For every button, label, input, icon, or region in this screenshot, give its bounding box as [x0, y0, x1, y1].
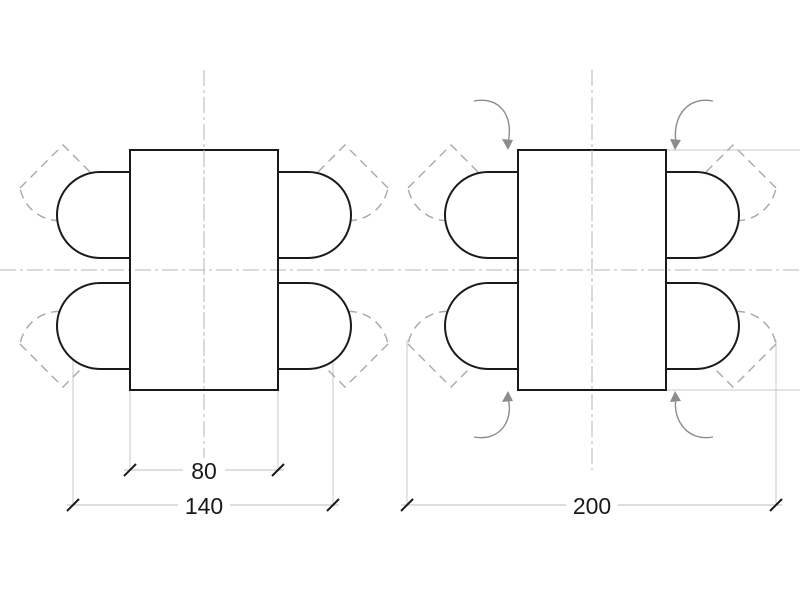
dimension-label-200: 200 [573, 493, 611, 519]
dimension-tick [271, 463, 285, 477]
swing-arrow-icon [473, 99, 510, 144]
chair [444, 171, 519, 259]
arrowhead-icon [670, 139, 681, 150]
dimension-tick [66, 498, 80, 512]
dimension-label-80: 80 [191, 458, 217, 484]
chair [56, 282, 131, 370]
layout-wide: 200 [400, 70, 800, 519]
arrowhead-icon [502, 139, 513, 150]
swing-arrow-icon [674, 99, 714, 144]
chair [665, 282, 740, 370]
dimension-tick [769, 498, 783, 512]
chair [665, 171, 740, 259]
swing-arrow-icon [674, 397, 714, 439]
chair [277, 171, 352, 259]
dimension-label-140: 140 [185, 493, 223, 519]
dimension-tick [123, 463, 137, 477]
label-mask [178, 493, 230, 519]
dimension-tick [326, 498, 340, 512]
label-mask [183, 458, 225, 484]
arrowhead-icon [502, 391, 513, 402]
chair [56, 171, 131, 259]
chair [444, 282, 519, 370]
dimension-tick [400, 498, 414, 512]
swing-arrow-icon [473, 397, 510, 439]
label-mask [566, 493, 618, 519]
layout-narrow: 80 140 [19, 70, 389, 519]
arrowhead-icon [670, 391, 681, 402]
chair [277, 282, 352, 370]
